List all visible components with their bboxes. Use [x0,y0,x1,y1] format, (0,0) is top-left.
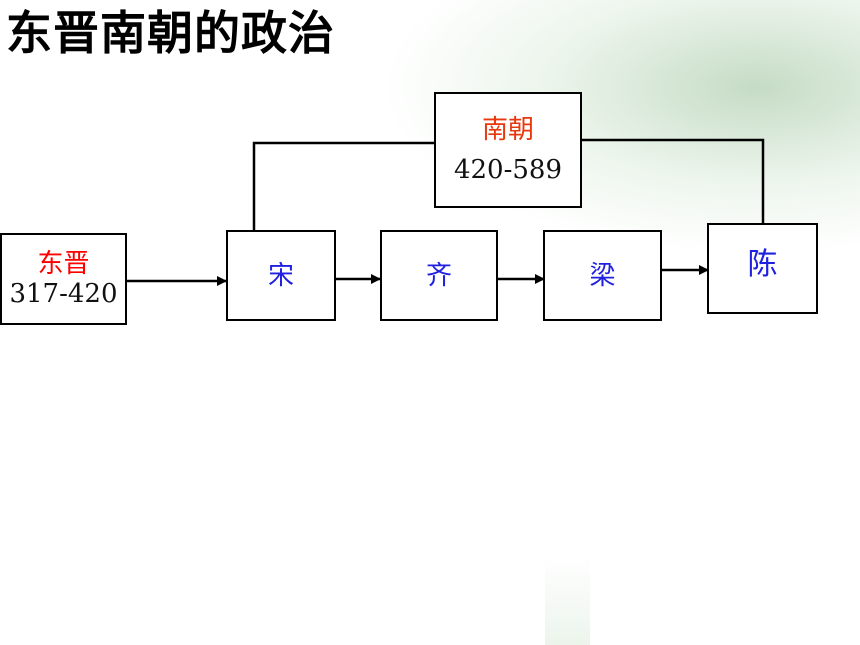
bracket-left [252,141,435,231]
node-chen-name: 陈 [747,246,778,282]
node-liang: 梁 [543,230,662,321]
node-song: 宋 [226,230,336,321]
node-nanchao: 南朝 420-589 [434,92,582,208]
node-qi-name: 齐 [425,260,452,291]
node-qi: 齐 [380,230,498,321]
node-liang-name: 梁 [589,260,616,291]
node-nanchao-name: 南朝 [481,115,534,145]
background-illustration-fragment [545,555,590,645]
page-title: 东晋南朝的政治 [6,6,335,60]
bracket-right [581,138,765,224]
node-dongjin: 东晋 317-420 [0,233,127,325]
node-dongjin-years: 317-420 [9,279,118,309]
node-chen: 陈 [707,223,818,314]
node-nanchao-years: 420-589 [453,155,563,185]
node-song-name: 宋 [267,260,294,291]
node-dongjin-name: 东晋 [37,249,90,279]
